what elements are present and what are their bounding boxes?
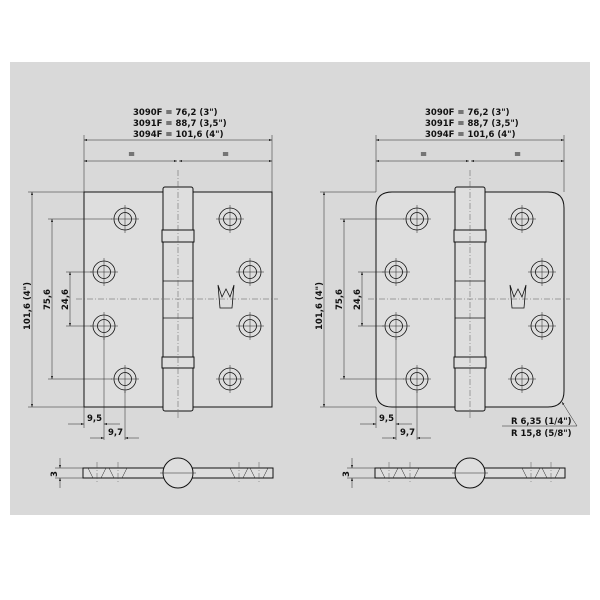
equal-label: = xyxy=(222,150,229,160)
profile-leaf xyxy=(482,467,566,479)
radius-label: R 6,35 (1/4") xyxy=(511,417,572,427)
height-label: 101,6 (4") xyxy=(315,282,325,330)
radius-leader xyxy=(561,401,578,427)
height-label: 101,6 (4") xyxy=(23,282,33,330)
profile-countersink xyxy=(108,467,128,479)
width-label: 3091F = 88,7 (3,5") xyxy=(425,119,519,129)
profile-countersink xyxy=(229,467,249,479)
equal-label: = xyxy=(514,150,521,160)
equal-label: = xyxy=(420,150,427,160)
profile-countersink xyxy=(400,467,420,479)
width-label: 3090F = 76,2 (3") xyxy=(133,108,218,118)
profile-countersink xyxy=(87,467,107,479)
radius-label: R 15,8 (5/8") xyxy=(511,429,572,439)
edge-offset-label: 9,5 xyxy=(87,414,102,424)
width-label: 3090F = 76,2 (3") xyxy=(425,108,510,118)
outer-hole-spacing-label: 75,6 xyxy=(335,289,345,310)
profile-countersink xyxy=(541,467,561,479)
profile-leaf xyxy=(190,467,274,479)
edge-offset-label: 9,7 xyxy=(400,428,415,438)
outer-hole-spacing-label: 75,6 xyxy=(43,289,53,310)
inner-hole-spacing-label: 24,6 xyxy=(353,289,363,310)
brand-crown-logo xyxy=(509,284,527,309)
profile-countersink xyxy=(379,467,399,479)
edge-offset-label: 9,5 xyxy=(379,414,394,424)
profile-countersink xyxy=(249,467,269,479)
width-label: 3091F = 88,7 (3,5") xyxy=(133,119,227,129)
profile-leaf xyxy=(82,467,166,479)
thickness-label: 3 xyxy=(342,471,352,477)
edge-offset-label: 9,7 xyxy=(108,428,123,438)
equal-label: = xyxy=(128,150,135,160)
brand-crown-logo xyxy=(217,284,235,309)
inner-hole-spacing-label: 24,6 xyxy=(61,289,71,310)
width-label: 3094F = 101,6 (4") xyxy=(425,130,516,140)
width-label: 3094F = 101,6 (4") xyxy=(133,130,224,140)
profile-countersink xyxy=(521,467,541,479)
thickness-label: 3 xyxy=(50,471,60,477)
profile-leaf xyxy=(374,467,458,479)
hinge-rounded-corner: 3090F = 76,2 (3")3091F = 88,7 (3,5")3094… xyxy=(315,108,578,489)
hinge-square-corner: 3090F = 76,2 (3")3091F = 88,7 (3,5")3094… xyxy=(23,108,278,489)
